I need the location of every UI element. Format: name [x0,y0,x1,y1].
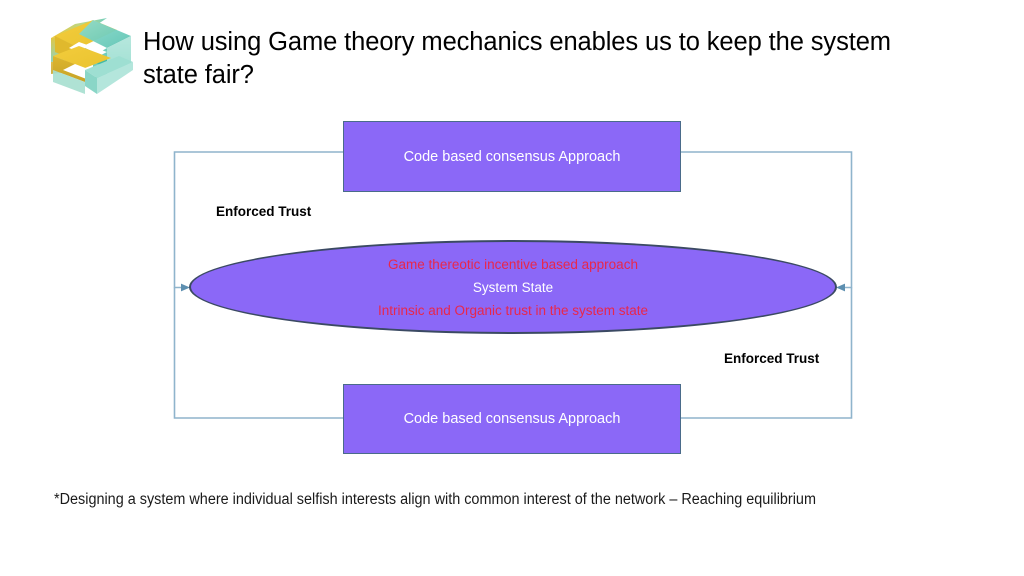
ellipse-line-1: Game thereotic incentive based approach [388,256,638,272]
system-state-ellipse[interactable]: Game thereotic incentive based approach … [189,240,837,334]
code-consensus-box-top[interactable]: Code based consensus Approach [343,121,681,192]
left-lower-path [173,287,343,419]
ellipse-text-group: Game thereotic incentive based approach … [189,240,837,334]
page-title: How using Game theory mechanics enables … [143,28,891,89]
footnote-text: *Designing a system where individual sel… [54,491,816,508]
enforced-trust-label-right: Enforced Trust [724,351,820,366]
ellipse-shape [189,240,837,334]
box-top-label: Code based consensus Approach [403,148,621,165]
isometric-cube-logo [45,8,141,104]
arrow-into-ellipse-right [836,283,845,292]
enforced-trust-label-left: Enforced Trust [216,204,312,219]
ellipse-line-3: Intrinsic and Organic trust in the syste… [377,302,649,318]
right-lower-path [681,287,853,419]
code-consensus-box-bottom[interactable]: Code based consensus Approach [343,384,681,454]
ellipse-line-2: System State [472,279,554,295]
arrow-into-ellipse-left [181,283,190,292]
box-bottom-label: Code based consensus Approach [403,411,621,427]
right-loop-path [681,151,853,289]
left-loop-path [173,151,343,289]
